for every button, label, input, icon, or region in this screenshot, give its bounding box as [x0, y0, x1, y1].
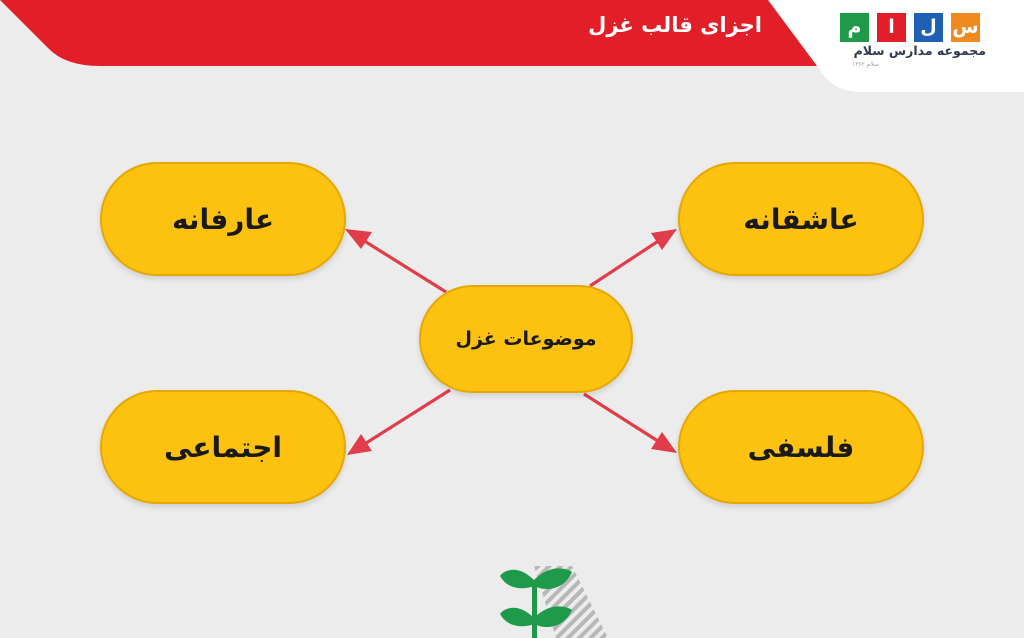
node-social: اجتماعی: [100, 390, 346, 504]
logo-letter-mim: م: [840, 13, 869, 42]
leaf-lower-left: [500, 607, 534, 627]
logo-small-text: سلام ۱۳۶۲: [852, 61, 880, 68]
arrowhead-top-left: [345, 229, 372, 249]
header-red-band: [0, 0, 1024, 66]
logo-letter-sin: س: [951, 13, 980, 42]
node-mystical: عارفانه: [100, 162, 346, 276]
page-title: اجزای قالب غزل: [588, 13, 762, 37]
arrow-to-top-left: [349, 230, 447, 294]
leaf-upper-right: [534, 568, 572, 590]
stem: [532, 580, 537, 638]
logo-letter-lam: ل: [914, 13, 943, 42]
leaf-logo-icon: [500, 566, 608, 638]
logo-subtitle: مجموعه مدارس سلام: [853, 43, 986, 58]
arrowhead-bottom-right: [651, 432, 677, 453]
arrowhead-top-right: [651, 229, 677, 250]
brand-logo: س ل ا م مجموعه مدارس سلام سلام ۱۳۶۲: [834, 10, 994, 70]
logo-letter-alef: ا: [877, 13, 906, 42]
arrowhead-bottom-left: [347, 434, 372, 455]
leaf-lower-right: [534, 606, 572, 628]
arrow-to-bottom-left: [351, 388, 451, 454]
node-romantic: عاشقانه: [678, 162, 924, 276]
node-philosophical: فلسفی: [678, 390, 924, 504]
node-ghazal-topics: موضوعات غزل: [419, 285, 633, 393]
leaf-upper-left: [500, 569, 534, 589]
